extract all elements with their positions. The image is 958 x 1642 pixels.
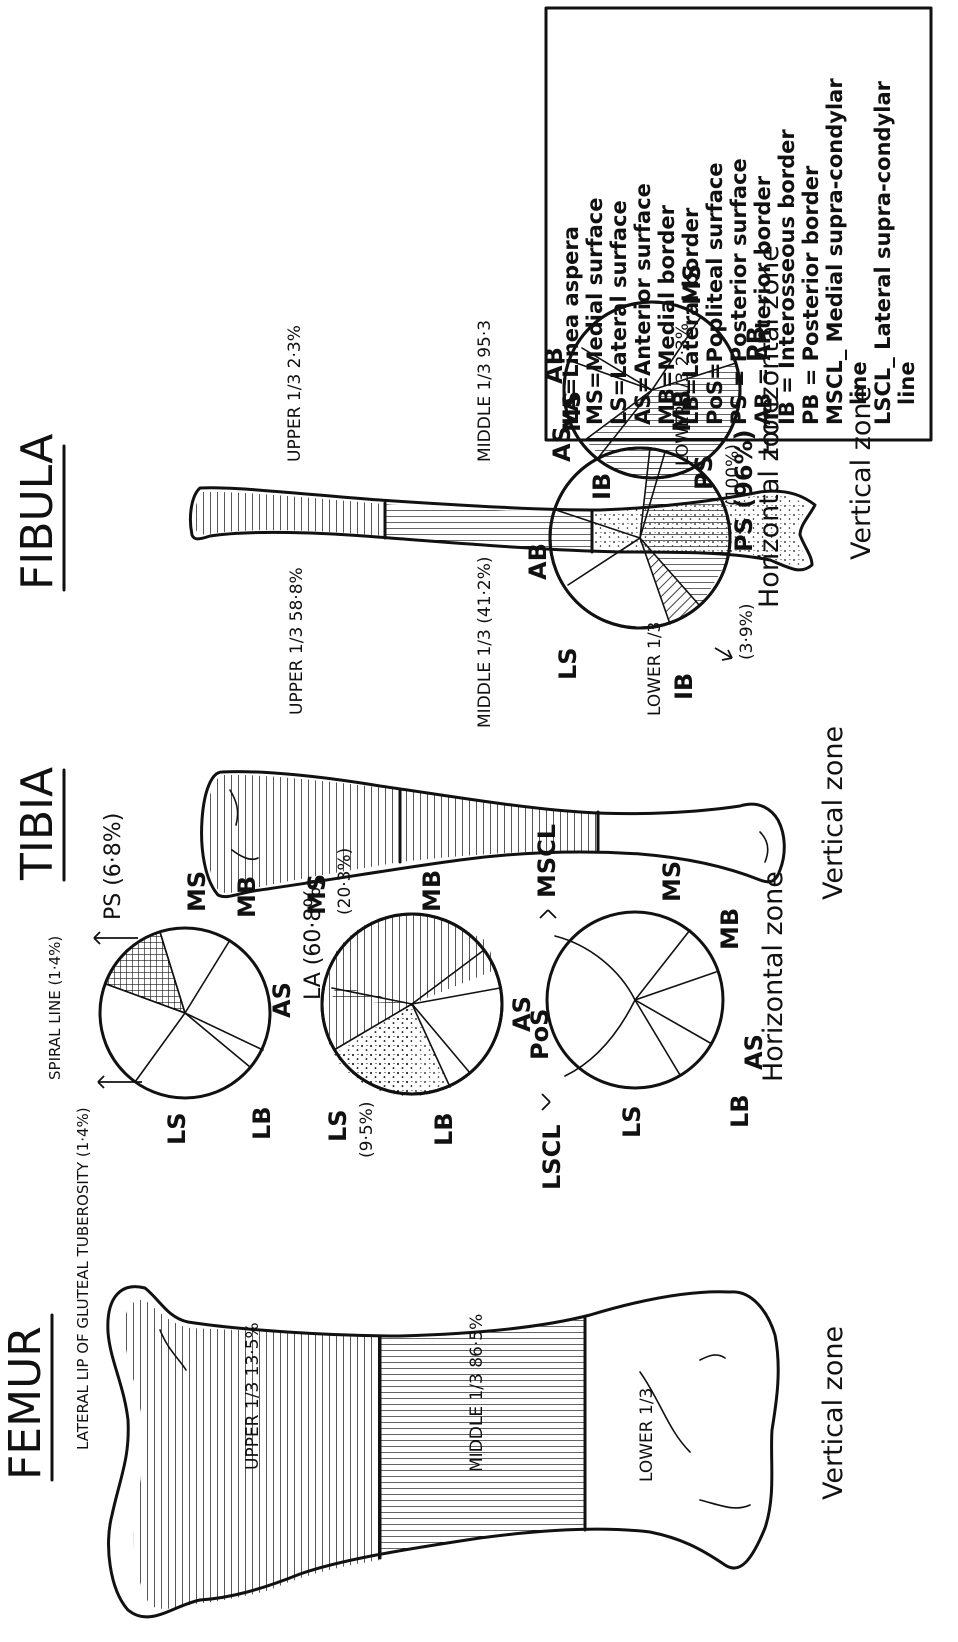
femur-vertical-zone-label: Vertical zone xyxy=(818,1326,849,1500)
femur-lower-third-label: LOWER 1/3 xyxy=(637,1388,657,1482)
femur-pie-middle-lb: LB xyxy=(430,1112,458,1146)
legend-item: line xyxy=(895,361,919,405)
fibula-pie-ab: AB xyxy=(540,347,568,384)
tibia-lower-third-label: LOWER 1/3 xyxy=(645,622,665,716)
femur-pie-upper-lb: LB xyxy=(248,1106,276,1140)
tibia-title: TIBIA xyxy=(12,767,63,881)
femur-pie-lower-ls: LS xyxy=(618,1105,646,1138)
femur-pie-lower-lb: LB xyxy=(726,1094,754,1128)
fibula-pie-ps-pct: (100%) xyxy=(723,444,743,506)
legend-item: LSCL_ Lateral supra-condylar xyxy=(871,80,895,425)
fibula-pie-ps: PS xyxy=(690,455,718,490)
fibula-horizontal-zone-label: Horizontal zone xyxy=(754,245,785,456)
tibia-vertical-zone-label: Vertical zone xyxy=(818,726,849,900)
femur-pie-middle-ls: LS xyxy=(324,1109,352,1142)
tibia-pie-ls: LS xyxy=(554,647,582,680)
tibia-upper-third-hatch xyxy=(206,775,401,893)
fibula-pie-as: AS xyxy=(548,426,576,462)
femur-horizontal-zone-label: Horizontal zone xyxy=(758,871,789,1082)
femur-pie-upper-ls: LS xyxy=(163,1112,191,1145)
fibula-middle-third-label: MIDDLE 1/3 95·3 xyxy=(475,320,495,462)
femur-pie-lower-ms: MS xyxy=(658,861,686,902)
femur-pie-middle-ls-pct: (9·5%) xyxy=(357,1102,377,1158)
femur-section: FEMUR UPPER 1/3 13·5% MIDDLE 1/3 86·5% L… xyxy=(0,813,849,1617)
femur-middle-third-label: MIDDLE 1/3 86·5% xyxy=(467,1314,487,1472)
femur-pie-lower-mb: MB xyxy=(716,908,744,950)
tibia-upper-third-label: UPPER 1/3 58·8% xyxy=(287,567,307,715)
tibia-pie-ib-pct: (3·9%) xyxy=(737,604,757,660)
femur-pie-lower: PoS MSCL MS MB AS LB LS LSCL Horizontal … xyxy=(526,824,789,1190)
fibula-title: FIBULA xyxy=(12,434,63,590)
femur-pie-upper-ps: PS (6·8%) xyxy=(101,813,126,920)
legend-item: PB = Posterior border xyxy=(799,165,823,425)
femur-gluteal-note: LATERAL LIP OF GLUTEAL TUBEROSITY (1·4%) xyxy=(74,1107,92,1450)
fibula-vertical-zone-label: Vertical zone xyxy=(846,386,877,560)
fibula-upper-third-label: UPPER 1/3 2·3% xyxy=(285,325,305,462)
legend-item: MS=Medial surface xyxy=(583,198,607,425)
femur-pie-lower-lscl: LSCL xyxy=(538,1125,566,1190)
fibula-pie-ib: IB xyxy=(588,473,616,500)
femur-pie-middle: LA (60·8%) MS (20·3%) MB AS LB LS (9·5%) xyxy=(301,848,536,1158)
femur-pie-upper-as: AS xyxy=(268,982,296,1018)
femur-upper-third-label: UPPER 1/3 13·5% xyxy=(243,1322,263,1470)
legend-item: MSCL_ Medial supra-condylar xyxy=(823,78,847,425)
femur-pie-middle-mb: MB xyxy=(418,870,446,912)
femur-pie-lower-pos: PoS xyxy=(526,1009,554,1060)
tibia-middle-third-label: MIDDLE 1/3 (41·2%) xyxy=(475,556,495,728)
tibia-pie-ib: IB xyxy=(670,673,698,700)
fibula-pie-ms: MS xyxy=(678,264,706,305)
femur-title: FEMUR xyxy=(0,1326,51,1480)
femur-spiral-note: SPIRAL LINE (1·4%) xyxy=(46,936,64,1080)
